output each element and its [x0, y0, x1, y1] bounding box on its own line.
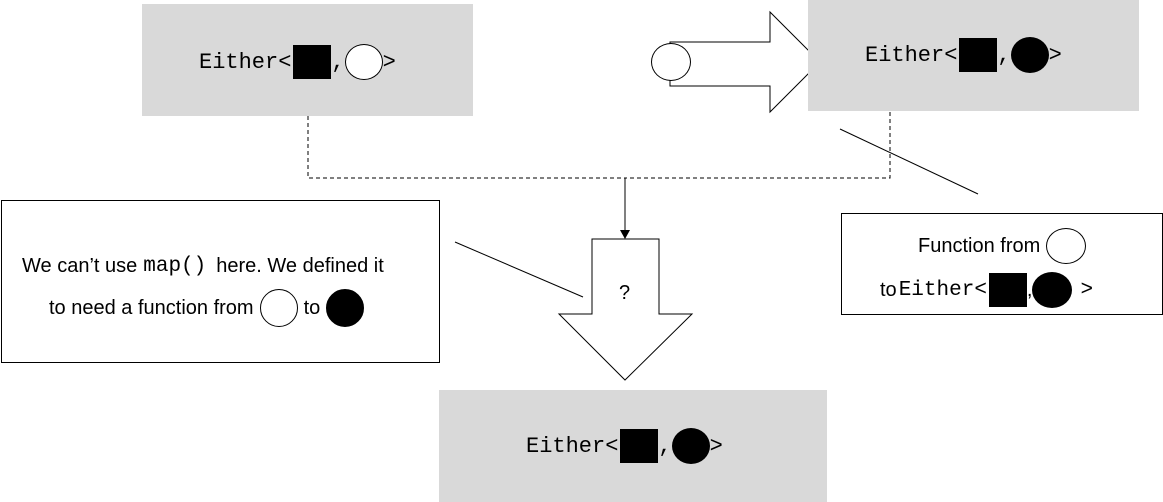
- function-signature-note: Function from to Either < , >: [841, 213, 1163, 315]
- filled-square-icon: [988, 273, 1027, 307]
- question-mark: ?: [619, 282, 631, 304]
- filled-circle-icon: [326, 289, 365, 327]
- note-text: We can’t use: [22, 254, 138, 277]
- either-keyword: Either: [199, 49, 279, 75]
- signature-line-2: to Either < , >: [880, 272, 1093, 308]
- left-callout-line: [454, 241, 584, 298]
- filled-square-icon: [293, 45, 332, 79]
- note-line-2: to need a function from to: [49, 288, 365, 328]
- note-text: to need a function from: [49, 296, 254, 319]
- filled-square-icon: [959, 38, 998, 72]
- close-angle: >: [709, 433, 723, 459]
- open-circle-icon: [259, 289, 298, 327]
- map-code: map(): [143, 254, 207, 278]
- note-text: here. We defined it: [216, 254, 384, 277]
- filled-square-icon: [620, 429, 659, 463]
- open-circle-icon: [344, 44, 383, 80]
- either-keyword: Either: [898, 278, 975, 302]
- filled-circle-icon: [1032, 272, 1073, 308]
- open-angle: <: [278, 49, 292, 75]
- either-filled-expression-top: Either < , >: [865, 37, 1062, 73]
- note-text: to: [303, 296, 321, 319]
- close-angle: >: [1080, 278, 1094, 302]
- either-open-box: Either < , >: [142, 4, 473, 116]
- comma: ,: [1026, 278, 1033, 301]
- either-keyword: Either: [526, 433, 606, 459]
- dashed-connector-left: [307, 116, 625, 179]
- comma: ,: [658, 433, 672, 459]
- either-filled-expression-bottom: Either < , >: [526, 428, 723, 464]
- comma: ,: [331, 49, 345, 75]
- open-angle: <: [605, 433, 619, 459]
- note-text: Function from: [918, 234, 1041, 257]
- open-angle: <: [974, 278, 987, 302]
- right-callout-line: [839, 128, 979, 195]
- transform-arrow-right: [669, 10, 821, 114]
- open-angle: <: [944, 42, 958, 68]
- connector-arrowhead: [620, 230, 630, 239]
- note-text: to: [880, 278, 897, 301]
- either-filled-box-bottom: Either < , >: [439, 390, 827, 502]
- either-filled-box-top: Either < , >: [808, 0, 1139, 111]
- dashed-connector-right: [625, 112, 891, 179]
- open-circle-icon: [1046, 228, 1087, 264]
- close-angle: >: [1048, 42, 1062, 68]
- either-keyword: Either: [865, 42, 945, 68]
- close-angle: >: [382, 49, 396, 75]
- input-open-circle: [651, 43, 691, 81]
- comma: ,: [997, 42, 1011, 68]
- note-line-1: We can’t use map() here. We defined it: [22, 251, 384, 281]
- question-arrow-down: [557, 238, 694, 381]
- map-explanation-note: We can’t use map() here. We defined it t…: [1, 200, 440, 363]
- signature-line-1: Function from: [918, 228, 1087, 264]
- filled-circle-icon: [671, 428, 710, 464]
- either-open-expression: Either < , >: [199, 44, 396, 80]
- filled-circle-icon: [1010, 37, 1049, 73]
